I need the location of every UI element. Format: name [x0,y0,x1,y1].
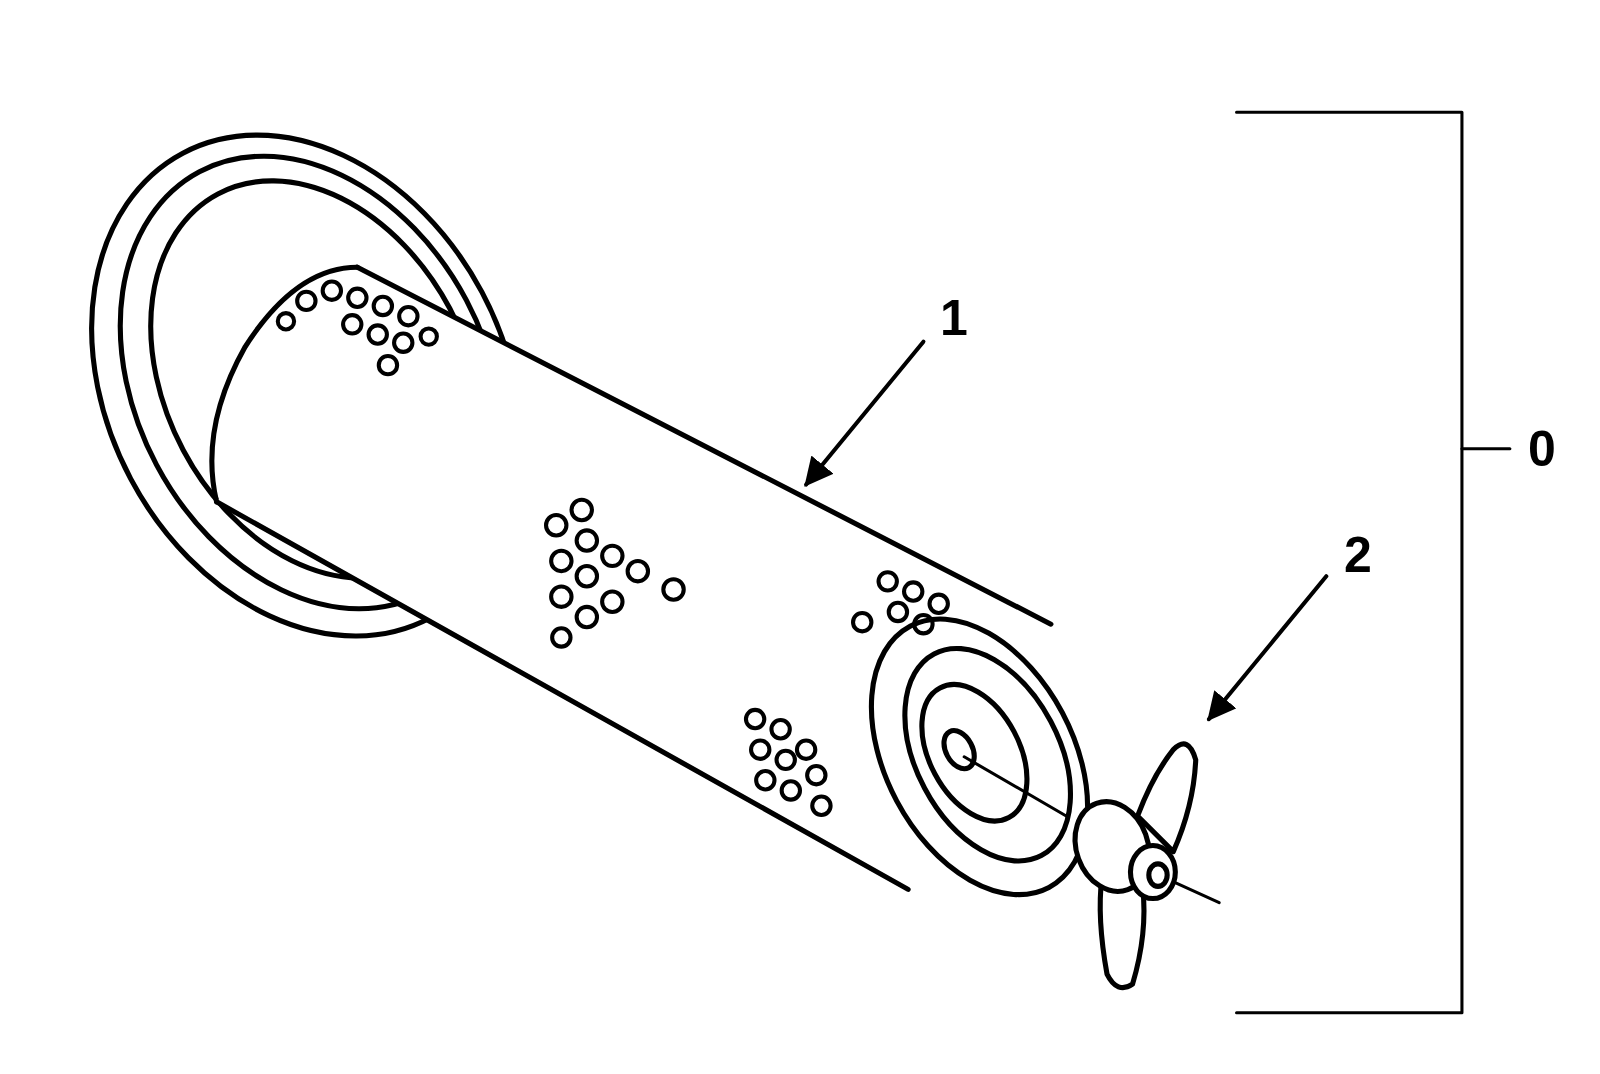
callout-number: 2 [1344,530,1372,580]
callout-number: 1 [940,293,968,343]
assembly-bracket [1462,447,1510,450]
filter-element [212,267,1132,931]
perforations [278,282,948,815]
assembly-bracket [1237,112,1462,1013]
stud [964,757,1066,816]
callout-number: 0 [1528,424,1556,474]
leader-line [1209,576,1326,719]
leader-line [806,342,923,485]
wing-nut [1063,744,1196,988]
